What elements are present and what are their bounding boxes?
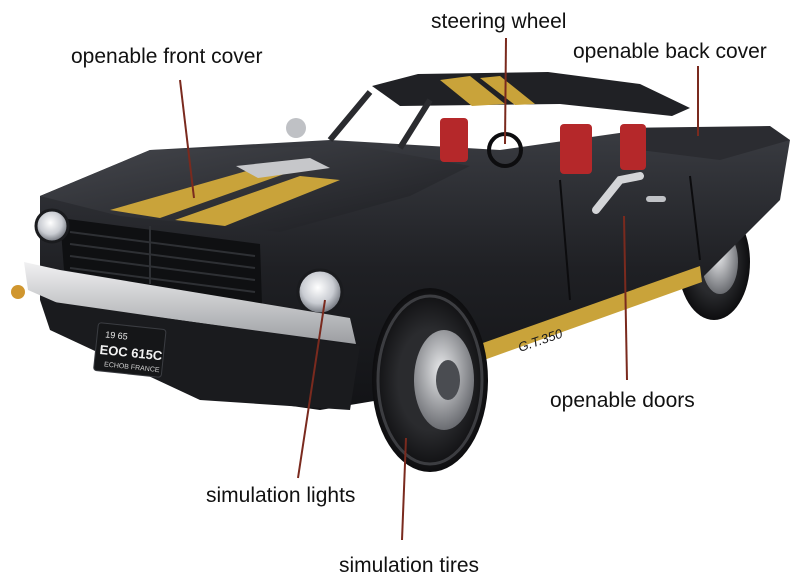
tires-pointer: [401, 437, 407, 541]
front-bumper: [24, 262, 356, 344]
roof-stripe: [440, 76, 505, 106]
left-headlight: [34, 208, 70, 244]
hood-stripe: [110, 170, 290, 218]
steering-wheel-pointer: [504, 37, 507, 145]
callout-steering-wheel: steering wheel: [431, 10, 567, 33]
plate-number: EOC 615C: [99, 342, 164, 364]
front-tire: [372, 288, 488, 472]
rear-deck: [620, 126, 790, 160]
mirror: [286, 118, 306, 138]
doors-pointer: [623, 215, 628, 381]
callout-doors: openable doors: [550, 389, 695, 412]
callout-tires: simulation tires: [339, 554, 480, 577]
callout-lines: [179, 37, 699, 541]
plate-year: 19 65: [105, 329, 128, 341]
side-stripe: [480, 266, 702, 360]
right-headlight: [296, 268, 344, 316]
callout-lights: simulation lights: [206, 484, 356, 507]
front-cover-pointer: [179, 79, 195, 199]
callout-back-cover: openable back cover: [573, 40, 767, 63]
callout-front-cover: openable front cover: [71, 45, 263, 68]
lights-pointer: [297, 299, 326, 479]
roof: [372, 72, 690, 116]
license-plate: 19 65 EOC 615C ECHOB FRANCE: [93, 322, 167, 378]
seat: [440, 118, 468, 162]
grille: [60, 218, 262, 304]
